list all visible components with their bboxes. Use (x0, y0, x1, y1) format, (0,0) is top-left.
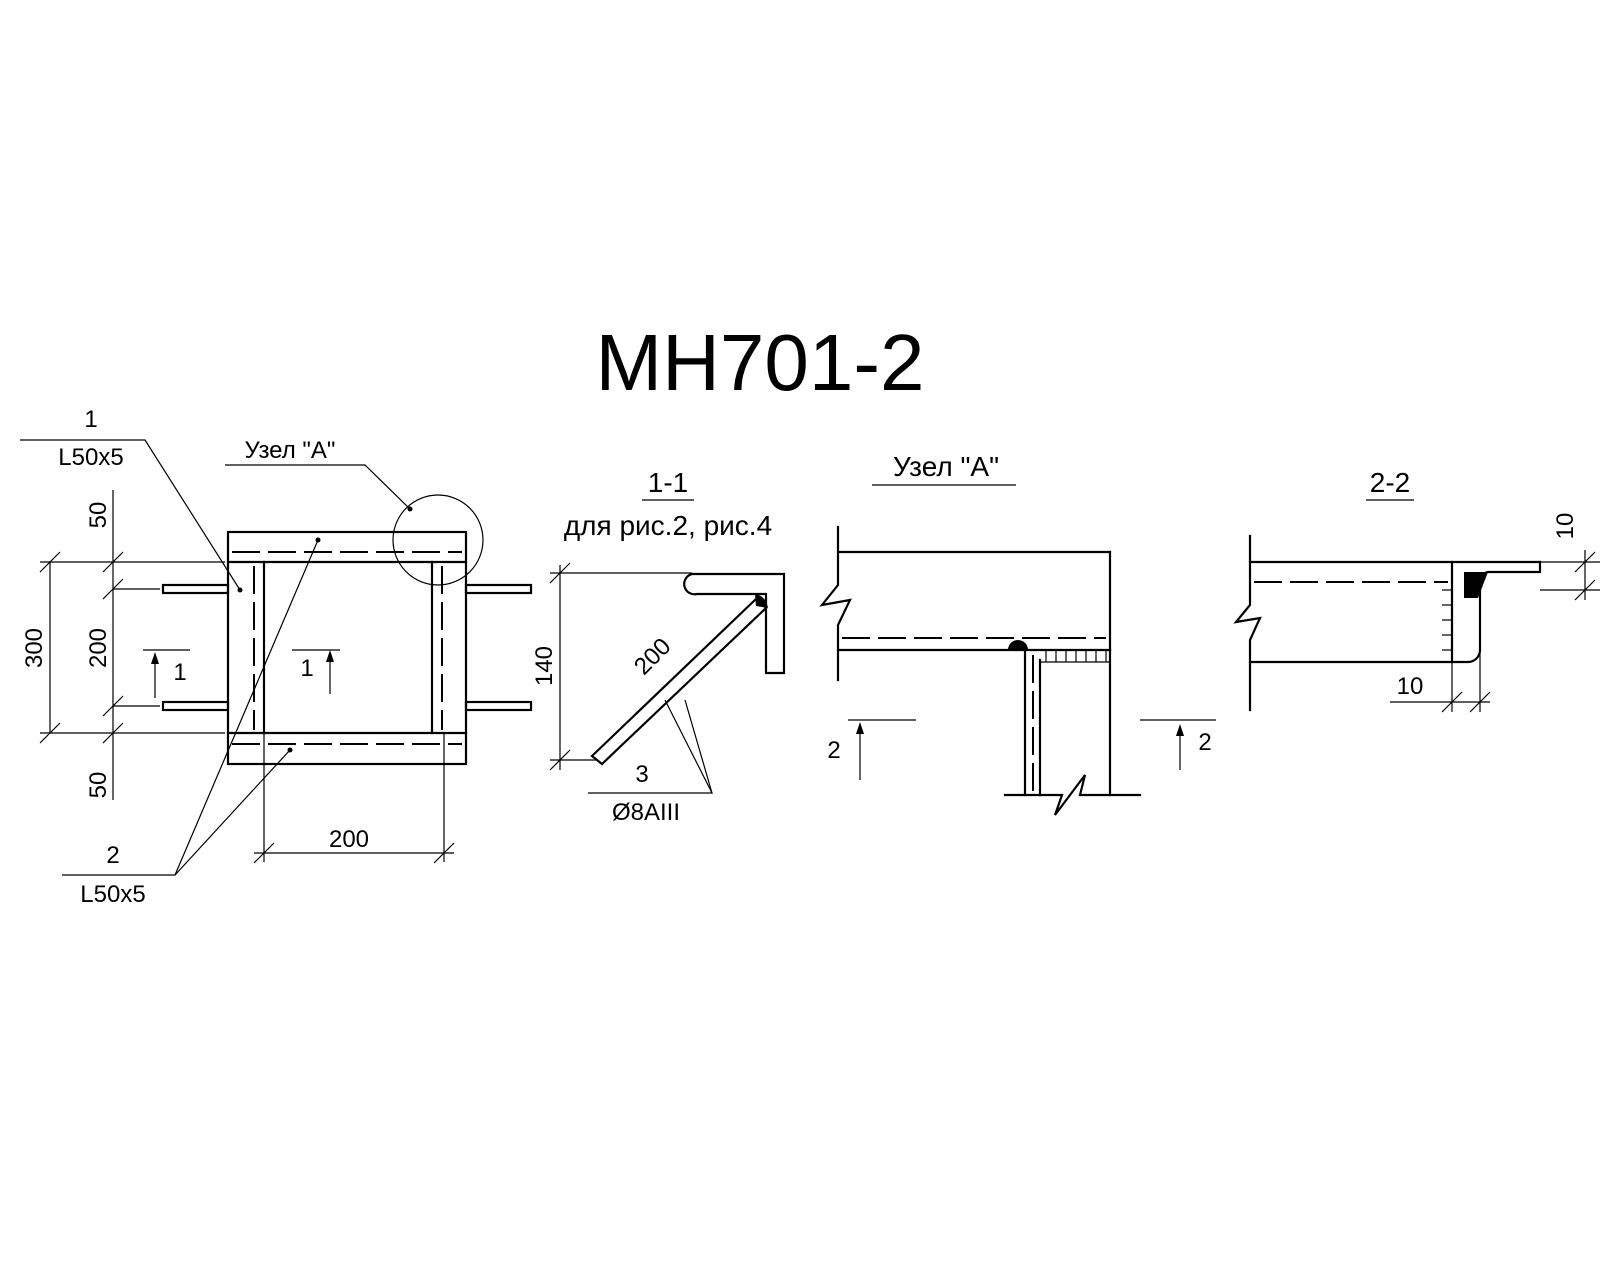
node-a-title: Узел "А" (893, 451, 999, 482)
section-1-1: 1-1 для рис.2, рис.4 140 200 3 Ø8AIII (531, 467, 786, 826)
callout-2-leader-a (62, 539, 319, 876)
callout-2-number: 2 (106, 842, 119, 869)
callout-2-profile: L50x5 (80, 881, 145, 908)
plan-view: Узел "А" 1 L50x5 2 L50x5 300 50 200 50 (20, 406, 533, 908)
plan-frame (226, 530, 468, 766)
section-2-mark-left: 2 (827, 737, 840, 764)
weld-1-1 (755, 594, 768, 608)
node-a-break-bottom (1003, 774, 1142, 816)
rebar-right-bottom (464, 700, 533, 712)
dim-200-vert-text: 200 (85, 628, 112, 668)
callout-1-number: 1 (84, 406, 97, 433)
rebar-left-top (161, 583, 230, 595)
section-2-2-title: 2-2 (1370, 467, 1410, 498)
rebar-left-bottom (161, 700, 230, 712)
callout-2-leader-b (174, 749, 291, 876)
dim-300-text: 300 (21, 628, 48, 668)
section-2-mark-right: 2 (1198, 729, 1211, 756)
section-1-mark-left: 1 (173, 659, 186, 686)
rebar-right-top (464, 583, 533, 595)
node-a-circle (392, 494, 484, 586)
weld-node-a (1008, 640, 1028, 650)
section-1-arrow-right (326, 650, 334, 662)
dim-50-bottom-text: 50 (85, 772, 112, 799)
callout-3-leader-b (684, 699, 713, 794)
dim-50-top-text: 50 (85, 502, 112, 529)
dim-10-vert-text: 10 (1552, 513, 1579, 540)
section-1-mark-right: 1 (300, 655, 313, 682)
drawing-title: МН701-2 (595, 318, 924, 407)
node-a-detail: Узел "А" 2 2 (819, 451, 1216, 816)
node-a-break-left (819, 525, 852, 682)
callout-3-rebar: Ø8AIII (612, 799, 680, 826)
rebar-diagonal (590, 596, 768, 766)
weld-ticks-2-2 (1442, 589, 1452, 651)
angle-profile (683, 572, 786, 675)
dim-200-horiz-text: 200 (329, 826, 369, 853)
node-a-leader (225, 464, 411, 510)
node-a-label: Узел "А" (245, 437, 336, 464)
section-1-arrow-left (151, 652, 159, 664)
callout-3-leader-a (588, 699, 713, 794)
section-1-1-title: 1-1 (648, 467, 688, 498)
callout-1-profile: L50x5 (58, 444, 123, 471)
dim-10-horiz-text: 10 (1397, 673, 1424, 700)
section-2-2: 2-2 10 10 (1233, 467, 1600, 713)
callout-1-leader (20, 439, 241, 591)
weld-ticks (1045, 650, 1107, 662)
dim-200-rebar-text: 200 (629, 633, 676, 680)
section-2-2-break (1233, 534, 1262, 712)
section-2-arrow-left (856, 722, 864, 734)
node-a-leader-dot (407, 506, 413, 512)
callout-3-number: 3 (635, 761, 648, 788)
section-1-1-subtitle: для рис.2, рис.4 (564, 510, 772, 541)
dim-140-text: 140 (531, 646, 558, 686)
section-2-arrow-right (1176, 724, 1184, 736)
weld-2-2 (1464, 572, 1488, 598)
